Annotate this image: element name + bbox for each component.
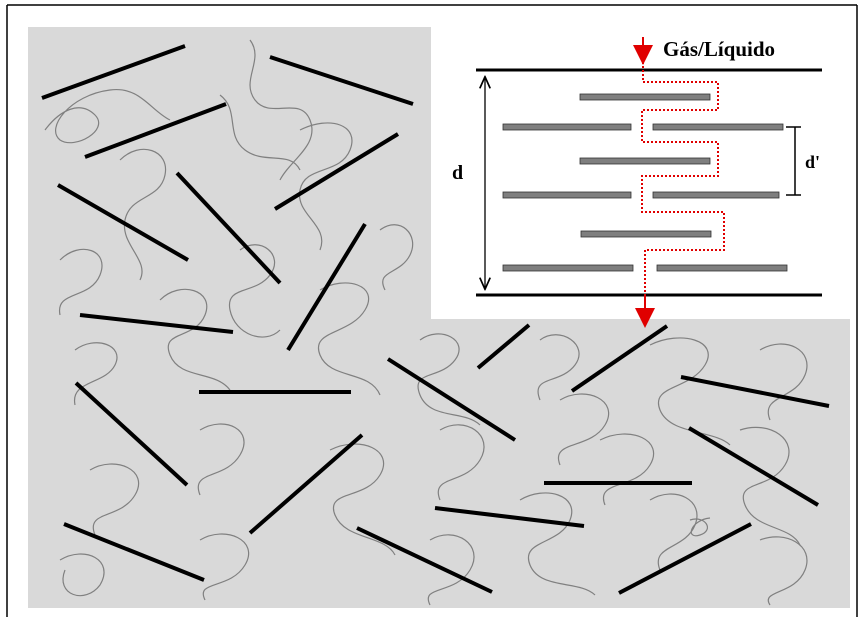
polymer-chain: [299, 122, 353, 251]
inset-platelet: [502, 191, 632, 199]
inset-platelet: [652, 123, 784, 131]
clay-platelet: [248, 433, 364, 535]
polymer-chain: [44, 89, 171, 144]
flow-label: Gás/Líquido: [663, 37, 775, 61]
polymer-chain: [739, 426, 801, 546]
polymer-chain: [437, 424, 485, 501]
polymer-chain: [417, 333, 481, 426]
polymer-chain: [199, 533, 250, 601]
polymer-chain: [197, 423, 245, 496]
clay-platelet: [84, 102, 227, 159]
inset-platelet: [656, 264, 788, 272]
polymer-chain: [59, 248, 103, 316]
polymer-chain: [599, 433, 655, 506]
polymer-chain: [759, 343, 808, 421]
polymer-chain: [249, 39, 313, 181]
polymer-chain: [427, 534, 475, 606]
polymer-chain: [59, 553, 105, 597]
clay-platelet: [570, 324, 669, 393]
clay-platelet: [386, 357, 517, 442]
inset-platelet: [652, 191, 780, 199]
inset-tortuous-path: Gás/Líquido d d': [431, 27, 850, 328]
clay-platelet: [273, 132, 400, 211]
polymer-chain: [119, 148, 167, 281]
spacing-bracket: [786, 126, 801, 196]
spacing-label: d': [805, 152, 820, 172]
polymer-chain: [317, 282, 381, 396]
polymer-chain: [228, 244, 281, 338]
polymer-chain: [329, 443, 396, 556]
thickness-label: d: [452, 162, 463, 184]
clay-platelet: [74, 381, 189, 487]
clay-platelet: [57, 183, 189, 262]
inset-platelets: [502, 93, 788, 272]
diffusion-path: [641, 62, 725, 296]
polymer-chain: [159, 288, 231, 391]
clay-platelet: [79, 313, 234, 334]
polymer-chain: [74, 342, 118, 406]
polymer-chain: [89, 463, 140, 536]
clay-platelet: [680, 375, 830, 408]
clay-platelets: [41, 44, 830, 595]
clay-platelet: [434, 506, 585, 528]
polymer-chain: [379, 224, 414, 291]
polymer-chain: [557, 393, 610, 466]
polymer-chain: [537, 334, 580, 401]
inset-platelet: [502, 264, 634, 272]
inset-platelet: [579, 157, 711, 165]
polymer-chain: [519, 492, 596, 596]
polymer-chains: [44, 39, 808, 606]
clay-platelet: [41, 44, 186, 100]
clay-platelet: [286, 222, 367, 352]
inset-platelet: [580, 230, 712, 238]
clay-platelet: [175, 171, 282, 285]
clay-platelet: [476, 323, 531, 370]
polymer-chain: [689, 517, 711, 537]
clay-platelet: [63, 522, 205, 582]
clay-platelet: [618, 522, 752, 595]
clay-platelet: [356, 526, 493, 594]
clay-platelet: [687, 426, 820, 507]
polymer-chain: [219, 94, 301, 171]
polymer-chain: [759, 536, 808, 606]
inset-platelet: [579, 93, 711, 101]
inset-platelet: [502, 123, 632, 131]
clay-platelet: [269, 55, 414, 106]
